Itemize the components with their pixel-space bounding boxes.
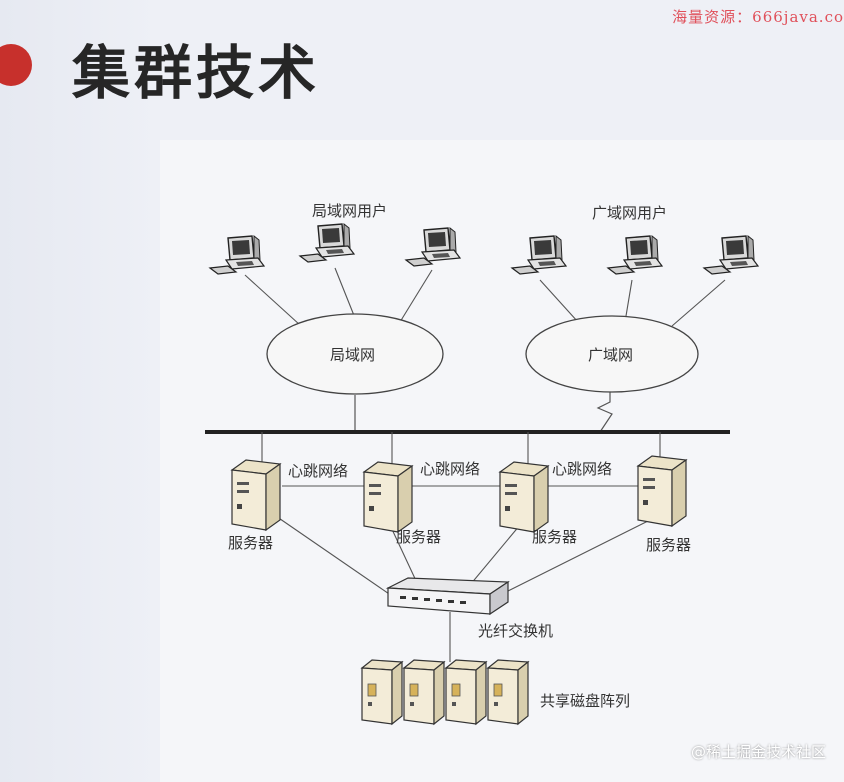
server-icon [363, 461, 413, 533]
slide-title: 集群技术 [72, 39, 321, 107]
disk-unit-icon [487, 659, 529, 725]
disk-unit-icon [445, 659, 487, 725]
heartbeat-label: 心跳网络 [420, 460, 480, 478]
watermark-bottom: @稀土掘金技术社区 [690, 743, 826, 761]
heartbeat-label: 心跳网络 [288, 462, 348, 480]
disk-unit-icon [403, 659, 445, 725]
server-label: 服务器 [532, 528, 577, 546]
wan-users-label: 广域网用户 [592, 204, 667, 222]
heartbeat-label: 心跳网络 [552, 460, 612, 478]
wan-bus-link [596, 390, 613, 433]
switch-label: 光纤交换机 [478, 622, 553, 640]
watermark-text: 海量资源：666java.co [672, 8, 844, 26]
server-label: 服务器 [646, 536, 691, 554]
lan-user-links [244, 267, 433, 326]
lan-user-pc-icon [405, 227, 461, 267]
wan-user-links [539, 279, 726, 327]
wan-label: 广域网 [588, 346, 633, 364]
server-icon [499, 461, 549, 533]
lan-cloud [266, 313, 444, 395]
lan-label: 局域网 [330, 346, 375, 364]
server-label: 服务器 [228, 534, 273, 552]
storage-label: 共享磁盘阵列 [540, 692, 630, 710]
disk-unit-icon [361, 659, 403, 725]
lan-user-pc-icon [299, 223, 355, 263]
wan-user-pc-icon [511, 235, 567, 275]
wan-cloud [525, 315, 699, 393]
server-label: 服务器 [396, 528, 441, 546]
bus-server-links [261, 432, 661, 468]
lan-user-pc-icon [209, 235, 265, 275]
slide-background-panel [0, 0, 160, 782]
fiber-switch-icon [385, 577, 510, 616]
lan-users-label: 局域网用户 [312, 202, 387, 220]
wan-user-pc-icon [607, 235, 663, 275]
server-icon [637, 455, 687, 527]
server-icon [231, 459, 281, 531]
wan-user-pc-icon [703, 235, 759, 275]
server-switch-links [269, 511, 651, 662]
